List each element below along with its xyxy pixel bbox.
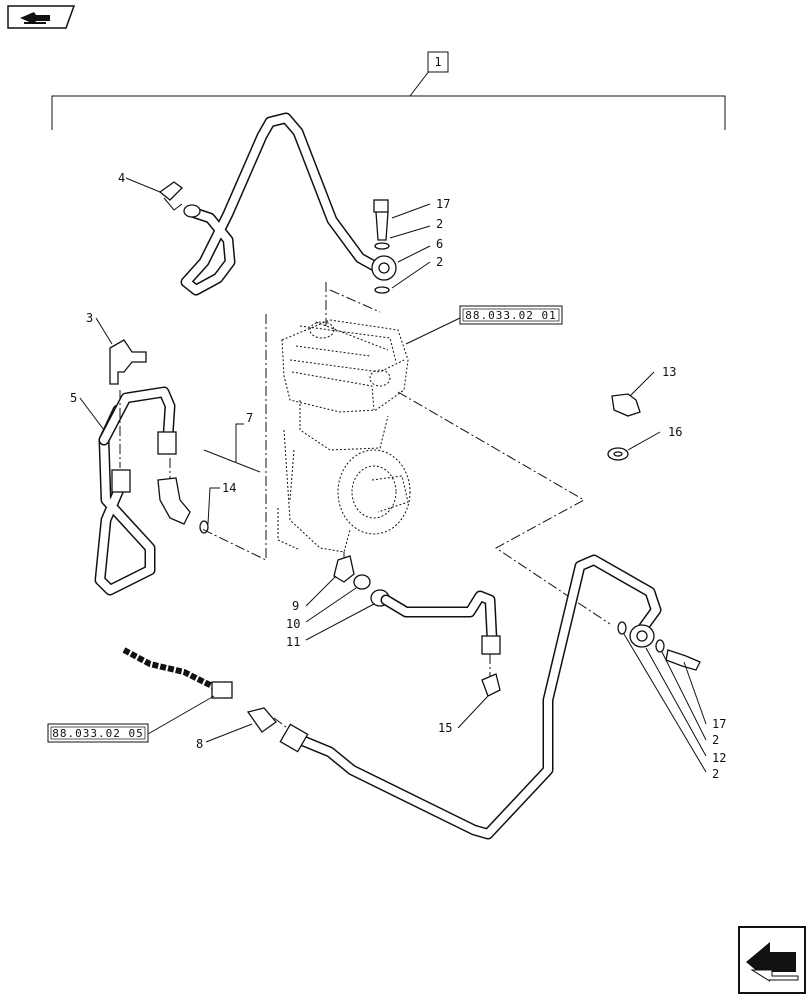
ref-compressor-text: 88.033.02 01 bbox=[465, 309, 556, 322]
callout-2: 2 bbox=[436, 255, 443, 269]
callout-labels: 4 17 2 6 2 3 5 7 14 13 16 9 10 11 15 8 1… bbox=[70, 171, 726, 781]
book-arrow-icon bbox=[7, 5, 76, 29]
callout-4: 4 bbox=[118, 171, 125, 185]
top-left-nav-icon[interactable] bbox=[6, 4, 76, 30]
callout-2: 2 bbox=[712, 733, 719, 747]
pipe-nut bbox=[157, 431, 177, 455]
banjo-fitting bbox=[371, 199, 397, 294]
leader-lines bbox=[79, 177, 707, 773]
next-page-arrow-icon bbox=[738, 926, 806, 994]
assembly-label: 1 bbox=[434, 55, 441, 69]
callout-16: 16 bbox=[668, 425, 682, 439]
callout-17: 17 bbox=[436, 197, 450, 211]
next-page-button[interactable] bbox=[738, 926, 806, 994]
elbow-fitting bbox=[109, 339, 147, 385]
callout-2: 2 bbox=[436, 217, 443, 231]
ref-harness-text: 88.033.02 05 bbox=[52, 727, 143, 740]
callout-5: 5 bbox=[70, 391, 77, 405]
callout-8: 8 bbox=[196, 737, 203, 751]
callout-12: 12 bbox=[712, 751, 726, 765]
callout-3: 3 bbox=[86, 311, 93, 325]
callout-7: 7 bbox=[246, 411, 253, 425]
callout-11: 11 bbox=[286, 635, 300, 649]
callout-13: 13 bbox=[662, 365, 676, 379]
sensor-harness bbox=[122, 647, 277, 733]
plug-fitting bbox=[607, 393, 641, 461]
callout-15: 15 bbox=[438, 721, 452, 735]
callout-17: 17 bbox=[712, 717, 726, 731]
callout-10: 10 bbox=[286, 617, 300, 631]
air-compressor bbox=[277, 319, 411, 553]
outlet-fittings bbox=[333, 555, 501, 697]
union-fitting bbox=[157, 477, 209, 534]
discharge-pipe bbox=[279, 554, 701, 840]
callout-9: 9 bbox=[292, 599, 299, 613]
assembly-bracket: 1 bbox=[51, 51, 726, 130]
ref-box-compressor[interactable]: 88.033.02 01 bbox=[459, 305, 563, 325]
pipe-nut bbox=[111, 469, 131, 493]
callout-14: 14 bbox=[222, 481, 236, 495]
ref-box-harness[interactable]: 88.033.02 05 bbox=[47, 723, 149, 743]
upper-pipe bbox=[180, 112, 384, 296]
callout-6: 6 bbox=[436, 237, 443, 251]
hose-clamp bbox=[158, 181, 183, 211]
center-lines bbox=[119, 282, 611, 731]
callout-2: 2 bbox=[712, 767, 719, 781]
return-pipe bbox=[94, 386, 177, 596]
pipe-end-fitting bbox=[183, 204, 201, 218]
